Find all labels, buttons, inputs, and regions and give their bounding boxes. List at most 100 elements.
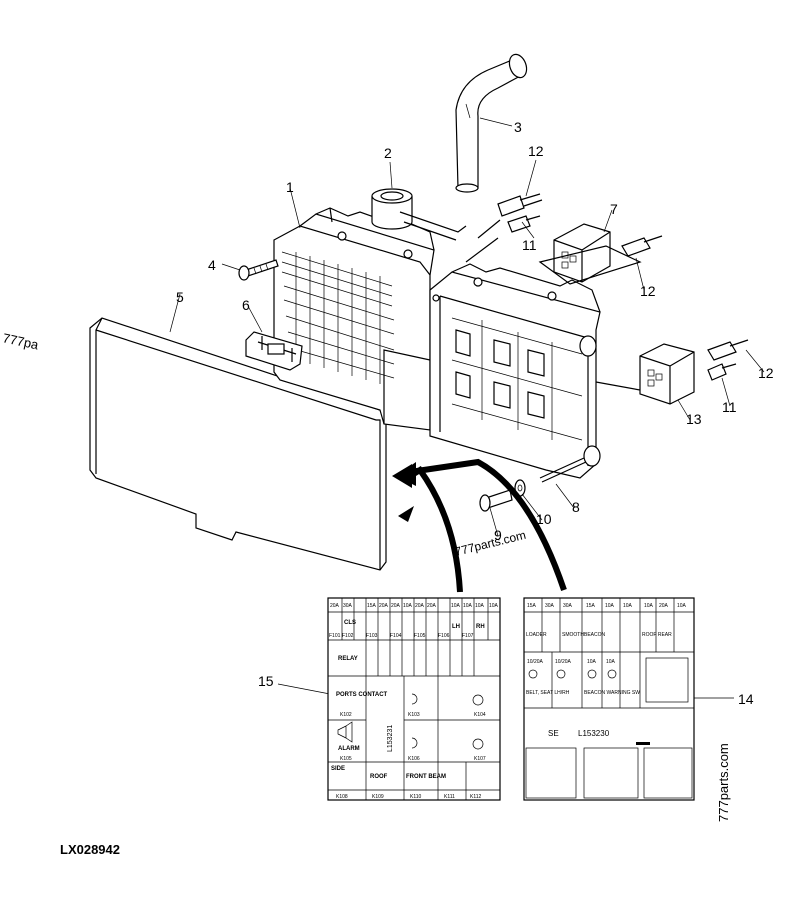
lp-code-7: F107 [462,633,474,639]
lp-relay-k108: K108 [336,794,348,800]
watermark-left: 777pa [1,330,40,352]
callout-12-mid: 12 [640,283,656,299]
lp-part-number: L153231 [387,725,394,752]
tube-conduit [455,53,528,193]
rp-mid-label-1: BELT, SEAT LH/RH [526,690,570,696]
screw [238,259,279,281]
rp-amp-1: 15A [527,603,537,609]
callout-12-top: 12 [528,143,544,159]
lp-amp-6: 10A [403,603,413,609]
rp-amp-9: 10A [677,603,687,609]
lp-relay-k104: K104 [474,712,486,718]
lp-relay-k106: K106 [408,756,420,762]
rp-top-label-3: BEACON [584,632,606,638]
lp-amp-12: 10A [489,603,499,609]
rp-amp-8: 20A [659,603,669,609]
callout-2: 2 [384,145,392,161]
lp-relay-k105: K105 [340,756,352,762]
lp-label-side: SIDE [331,766,345,772]
callout-14: 14 [738,691,754,707]
callout-11-low: 11 [722,399,737,415]
lp-label-front-beam: FRONT BEAM [406,774,446,780]
lp-amp-7: 20A [415,603,425,609]
fuse-label-panel-left: 20A 30A 15A 20A 20A 10A 20A 20A 10A 10A … [327,597,501,801]
callout-8: 8 [572,499,580,515]
rp-amp-4: 15A [586,603,596,609]
lp-relay-k109: K109 [372,794,384,800]
rp-se-label: SE [548,729,559,738]
lp-amp-5: 20A [391,603,401,609]
lp-code-3: F103 [366,633,378,639]
callout-11-upper: 11 [522,237,537,253]
lp-relay-k112: K112 [470,794,482,800]
rp-top-label-6: ROOF REAR [642,632,672,638]
lp-amp-11: 10A [475,603,485,609]
relay-bracket-plate [429,263,601,479]
lp-label-lh: LH [452,624,460,630]
rp-mid-label-3: BEACON WARNING SW [584,690,640,696]
callout-15: 15 [258,673,274,689]
lp-relay-k111: K111 [444,794,455,800]
rp-part-number: L153230 [578,729,610,738]
connector-terminals-lower [707,339,749,381]
callout-3: 3 [514,119,522,135]
watermark-right: 777parts.com [716,743,731,822]
callout-6: 6 [242,297,250,313]
lp-relay-k102: K102 [340,712,352,718]
callout-4: 4 [208,257,216,273]
lp-relay-k110: K110 [410,794,422,800]
lp-label-cls: CLS [344,620,356,626]
figure-id: LX028942 [60,842,120,857]
rp-mid-amp-3: 10A [587,659,597,665]
fuse-holder-clip [245,331,303,371]
relay-7 [538,223,642,285]
bolt-washer-pin [479,457,587,512]
rp-amp-3: 30A [563,603,573,609]
lp-code-4: F104 [390,633,402,639]
lp-label-ports: PORTS CONTACT [336,692,388,698]
lp-label-rh: RH [476,624,485,630]
lp-amp-8: 20A [427,603,437,609]
lp-amp-1: 20A [330,603,340,609]
lp-code-6: F106 [438,633,450,639]
callout-13: 13 [686,411,702,427]
callout-7: 7 [610,201,618,217]
lp-label-relay: RELAY [338,656,358,662]
rp-amp-5: 10A [605,603,615,609]
rp-mid-amp-2: 10/20A [555,659,572,665]
lp-amp-3: 15A [367,603,377,609]
curved-arrows [392,458,567,593]
relay-13 [595,343,695,405]
lp-label-alarm: ALARM [338,746,360,752]
lp-label-roof: ROOF [370,774,388,780]
lp-amp-9: 10A [451,603,461,609]
lp-code-1: F101 [329,633,341,639]
lp-amp-10: 10A [463,603,473,609]
rp-mid-amp-1: 10/20A [527,659,544,665]
callout-labels: 1 2 3 4 5 6 7 8 9 10 11 12 12 12 11 13 1… [176,119,774,707]
rp-top-label-2: SMOOTH [562,632,584,638]
lp-code-2: F102 [342,633,354,639]
fuse-slot-grid [281,251,395,384]
lp-relay-k103: K103 [408,712,420,718]
lp-amp-2: 30A [343,603,353,609]
callout-12-low: 12 [758,365,774,381]
callout-10: 10 [536,511,552,527]
connector-terminal-12-upper [621,235,663,257]
lp-amp-4: 20A [379,603,389,609]
rp-mid-amp-4: 10A [606,659,616,665]
fuse-label-panel-right: 15A 30A 30A 15A 10A 10A 10A 20A 10A LOAD… [523,597,695,801]
watermark-center: 777parts.com [453,528,527,559]
rp-amp-2: 30A [545,603,555,609]
callout-5: 5 [176,289,184,305]
rp-amp-6: 10A [623,603,633,609]
lp-code-5: F105 [414,633,426,639]
leader-lines [169,117,765,699]
rp-top-label-1: LOADER [526,632,547,638]
callout-9: 9 [494,527,502,543]
rp-amp-7: 10A [644,603,654,609]
callout-1: 1 [286,179,294,195]
lp-relay-k107: K107 [474,756,486,762]
fuse-box-body [273,188,467,431]
